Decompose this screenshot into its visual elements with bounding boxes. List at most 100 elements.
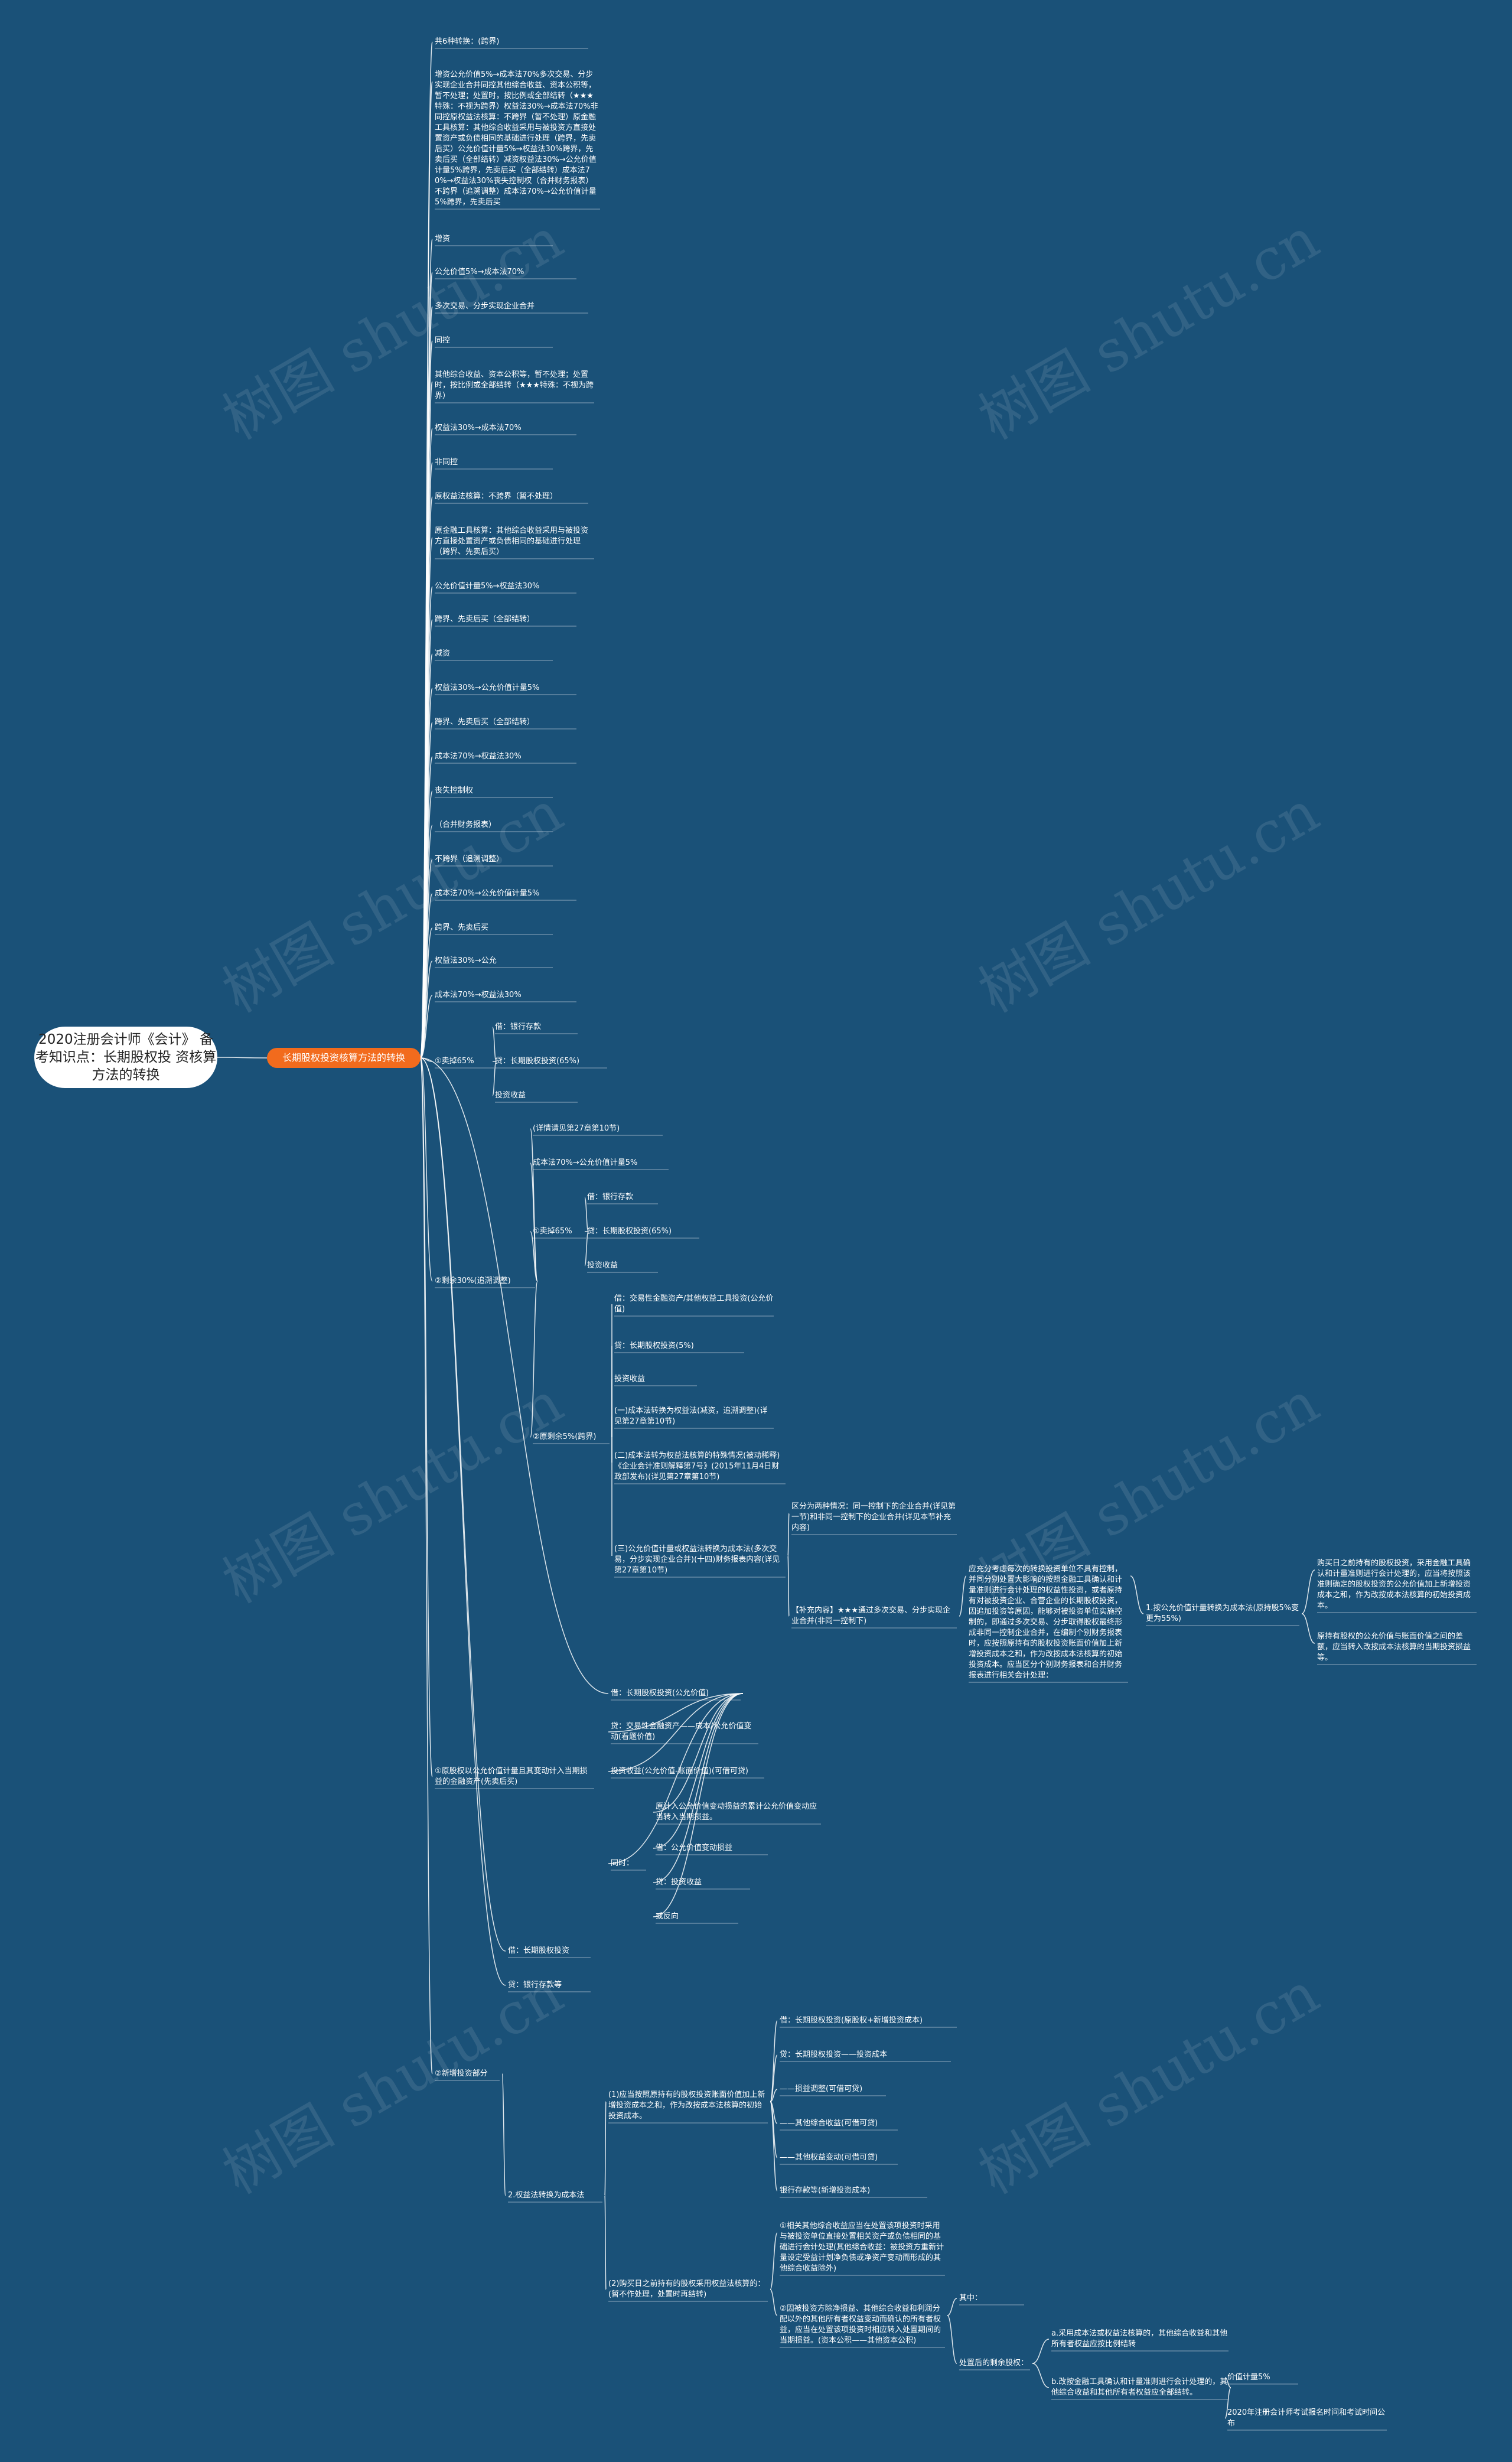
topic-node[interactable]: 2.权益法转换为成本法 (508, 2191, 585, 2200)
topic-node[interactable]: (一)成本法转换为权益法(减资，追溯调整)(详见第27章第10节) (614, 1406, 768, 1426)
connector (653, 1693, 744, 1883)
topic-node[interactable]: 原持有股权的公允价值与账面价值之间的差额，应当转入改按成本法核算的当期投资损益等… (1317, 1632, 1471, 1662)
topic-node[interactable]: 公允价值5%→成本法70% (435, 268, 524, 276)
topic-node[interactable]: 投资收益 (495, 1091, 526, 1100)
topic-node[interactable]: 投资收益 (614, 1375, 646, 1383)
topic-node[interactable]: 同控 (435, 336, 451, 345)
topic-node[interactable]: 投资收益 (587, 1261, 618, 1270)
topic-node[interactable]: 贷：长期股权投资——投资成本 (780, 2050, 888, 2059)
root-topic[interactable]: 2020注册会计师《会计》 备考知识点：长期股权投 资核算方法的转换 (34, 1027, 217, 1088)
topic-node[interactable]: 贷：长期股权投资(65%) (495, 1057, 580, 1066)
topic-node[interactable]: 不跨界（追溯调整） (435, 855, 504, 864)
topic-node[interactable]: 跨界、先卖后买（全部结转） (435, 615, 535, 624)
topic-node[interactable]: ②新增投资部分 (435, 2069, 488, 2078)
topic-node[interactable]: 权益法30%→公允 (435, 956, 497, 965)
topic-node[interactable]: 借：长期股权投资(原股权+新增投资成本) (780, 2016, 923, 2025)
topic-node[interactable]: 增资 (435, 235, 451, 243)
topic-node[interactable]: 减资 (435, 649, 451, 658)
connector (1130, 1575, 1144, 1614)
topic-node[interactable]: (三)公允价值计量或权益法转换为成本法(多次交易，分步实现企业合并)(十四)财务… (614, 1545, 780, 1575)
connector (653, 1693, 744, 1917)
topic-node[interactable]: (详情请见第27章第10节) (533, 1124, 620, 1133)
topic-node[interactable]: 借：公允价值变动损益 (656, 1844, 733, 1852)
topic-node[interactable]: 借：银行存款 (587, 1193, 634, 1201)
topic-node[interactable]: 其他综合收益、资本公积等，暂不处理；处置时，按比例或全部结转（★★★特殊：不视为… (435, 370, 594, 400)
topic-node[interactable]: 借：银行存款 (495, 1022, 542, 1031)
topic-node[interactable]: 权益法30%→公允价值计量5% (435, 683, 540, 692)
connector (947, 2298, 957, 2316)
topic-node[interactable]: 成本法70%→公允价值计量5% (533, 1158, 638, 1167)
topic-node[interactable]: （合并财务报表） (435, 820, 497, 829)
topic-node[interactable]: (二)成本法转为权益法核算的特殊情况(被动稀释)《企业会计准则解释第7号》(20… (614, 1451, 780, 1481)
topic-node[interactable]: 同时： (611, 1859, 634, 1868)
connector (1301, 1613, 1315, 1644)
topic-node[interactable]: 跨界、先卖后买 (435, 923, 489, 932)
connector (501, 2073, 506, 2196)
topic-node[interactable]: ——损益调整(可借可贷) (780, 2085, 863, 2093)
topic-node[interactable]: 多次交易、分步实现企业合并 (435, 302, 535, 311)
topic-node[interactable]: 或反向 (656, 1912, 679, 1921)
topic-node[interactable]: 共6种转换：(跨界) (435, 37, 500, 46)
topic-node[interactable]: b.改按金融工具确认和计量准则进行会计处理的，其他综合收益和其他所有者权益应全部… (1051, 2378, 1228, 2397)
connector (653, 1693, 744, 1849)
topic-node[interactable]: 贷：长期股权投资(5%) (614, 1341, 694, 1350)
topic-node[interactable]: a.采用成本法或权益法核算的，其他综合收益和其他所有者权益应按比例结转 (1051, 2329, 1228, 2349)
topic-node[interactable]: ①原股权以公允价值计量且其变动计入当期损益的金融资产(先卖后买) (435, 1767, 588, 1786)
topic-node[interactable]: 跨界、先卖后买（全部结转） (435, 718, 535, 727)
topic-node[interactable]: 借：长期股权投资(公允价值) (611, 1689, 709, 1698)
topic-node[interactable]: 借：交易性金融资产/其他权益工具投资(公允价值) (614, 1294, 774, 1314)
topic-node[interactable]: 处置后的剩余股权： (959, 2359, 1029, 2367)
topic-node[interactable]: ——其他综合收益(可借可贷) (780, 2119, 878, 2128)
topic-node[interactable]: 1.按公允价值计量转换为成本法(原持股5%变更为55%) (1146, 1604, 1299, 1623)
connector (420, 960, 433, 1059)
main-branch[interactable]: 长期股权投资核算方法的转换 (267, 1048, 421, 1068)
topic-node[interactable]: ①相关其他综合收益应当在处置该项投资时采用与被投资单位直接处置相关资产或负债相同… (780, 2222, 944, 2273)
topic-node[interactable]: ①卖掉65% (533, 1227, 572, 1236)
topic-node[interactable]: 原金融工具核算：其他综合收益采用与被投资方直接处置资产或负债相同的基础进行处理（… (435, 526, 589, 556)
connector (787, 1555, 790, 1617)
topic-node[interactable]: 购买日之前持有的股权投资，采用金融工具确认和计量准则进行会计处理的，应当将按照该… (1317, 1559, 1471, 1610)
topic-node[interactable]: ②剩余30%(追溯调整) (435, 1276, 511, 1285)
connector (604, 2101, 607, 2196)
topic-node[interactable]: ①卖掉65% (435, 1057, 474, 1066)
topic-node[interactable]: ②原剩余5%(跨界) (533, 1432, 597, 1441)
connector (959, 1575, 967, 1617)
topic-node[interactable]: 其中： (959, 2294, 983, 2303)
connector (1032, 2363, 1050, 2388)
topic-node[interactable]: 借：长期股权投资 (508, 1946, 570, 1955)
topic-node[interactable]: 权益法30%→成本法70% (435, 424, 522, 432)
topic-node[interactable]: 增资公允价值5%→成本法70%多次交易、分步实现企业合并同控其他综合收益、资本公… (435, 70, 598, 207)
topic-node[interactable]: 原计入公允价值变动损益的累计公允价值变动应当转入当期损益。 (656, 1802, 817, 1822)
topic-node[interactable]: 区分为两种情况：同一控制下的企业合并(详见第一节)和非同一控制下的企业合并(详见… (791, 1502, 956, 1532)
topic-node[interactable]: 成本法70%→权益法30% (435, 991, 522, 999)
topic-node[interactable]: ——其他权益变动(可借可贷) (780, 2153, 878, 2162)
topic-node[interactable]: 应充分考虑每次的转换投资单位不具有控制，并同分别处置大影响的按照金融工具确认和计… (969, 1565, 1123, 1680)
topic-node[interactable]: ②因被投资方除净损益、其他综合收益和利润分配以外的其他所有者权益变动而确认的所有… (780, 2304, 941, 2345)
topic-node[interactable]: 丧失控制权 (435, 786, 474, 795)
topic-node[interactable]: 2020年注册会计师考试报名时间和考试时间公布 (1227, 2408, 1386, 2428)
topic-node[interactable]: (2)购买日之前持有的股权采用权益法核算的：(暂不作处理，处置时再结转) (608, 2279, 765, 2299)
connector (492, 1061, 497, 1096)
topic-node[interactable]: 原权益法核算：不跨界（暂不处理） (435, 492, 558, 501)
topic-node[interactable]: 贷：交易性金融资产——成本/公允价值变动(看题价值) (611, 1722, 752, 1741)
connector (770, 2232, 778, 2290)
connector (584, 1197, 589, 1232)
topic-node[interactable]: 非同控 (435, 458, 458, 467)
topic-node[interactable]: (1)应当按照原持有的股权投资账面价值加上新增投资成本之和，作为改按成本法核算的… (608, 2090, 765, 2121)
topic-node[interactable]: 成本法70%→权益法30% (435, 752, 522, 761)
topic-node[interactable]: 贷：银行存款等 (508, 1981, 562, 1989)
topic-node[interactable]: 贷：投资收益 (656, 1878, 702, 1887)
topic-node[interactable]: 【补充内容】★★★通过多次交易、分步实现企业合并(非同一控制下) (791, 1606, 950, 1626)
topic-node[interactable]: 价值计量5% (1227, 2373, 1270, 2382)
connector (770, 2289, 778, 2316)
connector (420, 1057, 433, 1282)
connector (420, 1057, 433, 2075)
topic-node[interactable]: 公允价值计量5%→权益法30% (435, 582, 540, 591)
topic-node[interactable]: 贷：长期股权投资(65%) (587, 1227, 672, 1236)
connector (608, 1693, 744, 1772)
topic-node[interactable]: 银行存款等(新增投资成本) (780, 2186, 871, 2195)
topic-node[interactable]: 成本法70%→公允价值计量5% (435, 889, 540, 898)
topic-node[interactable]: 投资收益(公允价值-账面价值)(可借可贷) (611, 1767, 748, 1776)
connector (1301, 1569, 1315, 1614)
